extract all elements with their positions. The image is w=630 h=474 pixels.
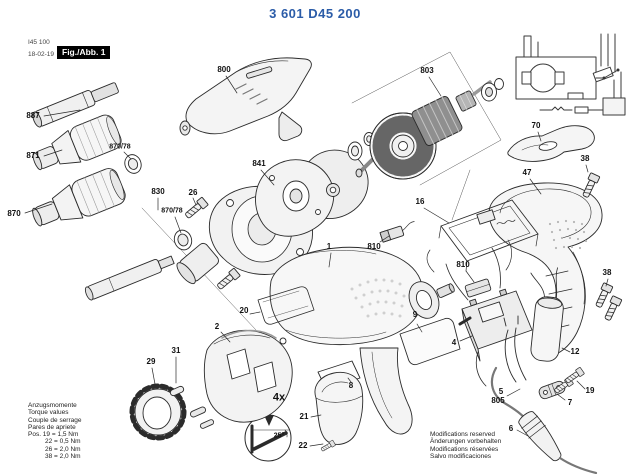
- page-title: 3 601 D45 200: [269, 6, 361, 21]
- modifications-line: Modifications réservées: [430, 445, 499, 453]
- torque-value: 26 = 2,0 Nm: [45, 445, 81, 453]
- torque-value: 22 = 0,5 Nm: [45, 438, 81, 446]
- screw-angle-detail-4x: [244, 370, 292, 462]
- torque-value: 38 = 2,0 Nm: [45, 453, 81, 461]
- depth-stop-871: [32, 114, 122, 171]
- doc-date: 18-02-19: [28, 51, 55, 58]
- switch-4: [426, 239, 533, 387]
- torque-note: Anzugsmomente Torque values Couple de se…: [28, 402, 81, 460]
- cover-plate-9: [399, 317, 461, 366]
- bearing-plates-841: [255, 132, 375, 237]
- modifications-note: Modifications reserved Änderungen vorbeh…: [430, 431, 501, 460]
- gasket-20: [257, 286, 315, 325]
- pin-31: [169, 385, 185, 397]
- spindle-rod: [84, 255, 175, 301]
- clamp-screws-19: [552, 366, 585, 396]
- torque-line: Anzugsmomente: [28, 402, 77, 409]
- leader-lines: [24, 75, 609, 447]
- small-pins: [189, 406, 215, 429]
- modifications-line: Modifications reserved: [430, 431, 496, 438]
- housing-screws-38: [580, 172, 623, 323]
- torque-value: Pos. 19 = 1,5 Nm: [28, 431, 79, 439]
- brush-frame-16: [438, 199, 539, 272]
- carbon-brush-810-a: [379, 221, 415, 243]
- capacitor-12: [530, 267, 564, 362]
- air-deflector-70: [507, 125, 595, 162]
- power-cord-6: [490, 315, 598, 474]
- o-ring-870-78-a: [124, 154, 142, 174]
- torque-line: Torque values: [28, 409, 69, 417]
- torque-line: Couple de serrage: [28, 416, 82, 424]
- doc-number: I45 100: [28, 39, 50, 46]
- field-stator-2: [203, 329, 293, 423]
- torque-line: Pares de apriete: [28, 423, 76, 431]
- rear-cover-47: [488, 182, 603, 356]
- modifications-line: Salvo modificaciones: [430, 452, 492, 460]
- modifications-line: Änderungen vorbehalten: [430, 438, 502, 446]
- handle-cap-21: [314, 371, 364, 445]
- ratchet-ring-29: [129, 383, 187, 441]
- figure-label: Fig./Abb. 1: [57, 46, 111, 60]
- carbon-brush-810-b: [464, 278, 492, 298]
- bit-holder-887: [32, 82, 119, 128]
- depth-stop-870: [32, 168, 126, 227]
- armature-803: [351, 51, 504, 186]
- o-ring-870-78-b: [173, 229, 193, 251]
- wiring-schematic: [515, 33, 626, 116]
- top-housing-800: [179, 57, 312, 142]
- motor-housing-1: [264, 246, 455, 435]
